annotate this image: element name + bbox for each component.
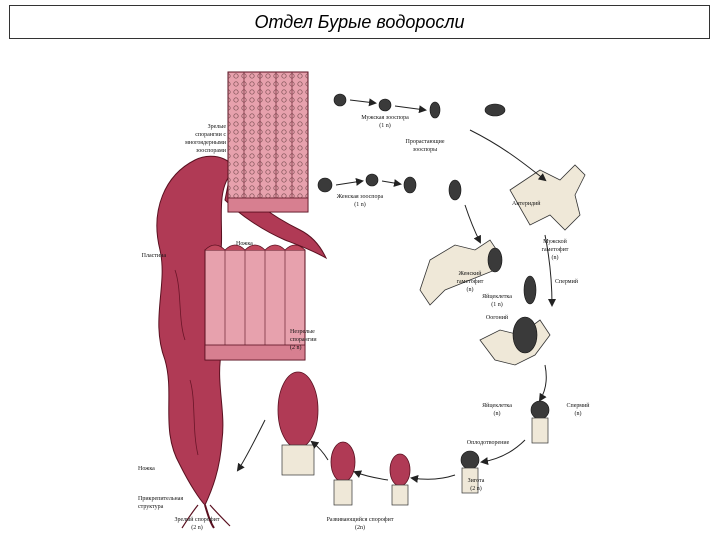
label-female-zoospore: Женская зооспора xyxy=(337,194,384,200)
svg-text:(2 n): (2 n) xyxy=(470,485,482,492)
life-cycle-arrows xyxy=(236,98,556,483)
svg-text:(n): (n) xyxy=(494,410,501,417)
svg-text:(2 n): (2 n) xyxy=(191,524,203,531)
svg-text:зооспорами: зооспорами xyxy=(196,148,227,154)
label-holdfast: Прикрепительная xyxy=(138,496,183,502)
label-egg-bottom: Яйцеклетка xyxy=(482,402,512,409)
label-germinating: Прорастающие xyxy=(406,139,445,145)
label-mature-sporophyte: Зрелый спорофит xyxy=(175,516,220,523)
label-egg: Яйцеклетка xyxy=(482,293,512,300)
label-oogonium: Оогоний xyxy=(486,314,509,321)
svg-text:спорангии: спорангии xyxy=(290,337,317,343)
label-mature-sori: Зрелые xyxy=(208,124,227,130)
diagram-labels: Зрелые спорангии с многоядерными зооспор… xyxy=(138,115,590,531)
developing-sporophytes xyxy=(277,371,411,506)
svg-text:(n): (n) xyxy=(552,254,559,261)
svg-text:гаметофит: гаметофит xyxy=(542,246,569,253)
svg-text:многоядерными: многоядерными xyxy=(185,140,227,146)
svg-text:гаметофит: гаметофит xyxy=(457,278,484,285)
svg-text:(2n): (2n) xyxy=(355,524,365,531)
label-young-sporangia: Незрелые xyxy=(290,329,315,335)
sporophyte-thallus xyxy=(156,155,328,529)
label-sperm-bottom: Спермий xyxy=(566,402,590,409)
fertilization xyxy=(460,400,550,494)
svg-text:зооспоры: зооспоры xyxy=(413,147,437,153)
label-zygote: Зигота xyxy=(468,478,485,484)
title-box: Отдел Бурые водоросли xyxy=(9,5,710,39)
svg-text:структура: структура xyxy=(138,504,164,510)
label-stipe-upper: Ножка xyxy=(236,241,253,247)
svg-text:(1 n): (1 n) xyxy=(491,301,503,308)
svg-text:(2 n): (2 n) xyxy=(290,344,302,351)
svg-text:(n): (n) xyxy=(467,286,474,293)
label-stipe-lower: Ножка xyxy=(138,466,155,472)
gametophytes xyxy=(419,164,586,366)
young-sporangia-section xyxy=(204,244,306,361)
svg-text:(1 n): (1 n) xyxy=(354,201,366,208)
label-female-gametophyte: Женский xyxy=(459,270,483,277)
label-young-sporophyte: Развивающийся спорофит xyxy=(327,516,394,523)
svg-text:(1 n): (1 n) xyxy=(379,122,391,129)
label-sperm-top: Спермий xyxy=(555,278,579,285)
page-title: Отдел Бурые водоросли xyxy=(254,11,465,32)
label-blade: Пластина xyxy=(142,253,167,259)
zoospores xyxy=(317,93,506,201)
svg-text:(n): (n) xyxy=(575,410,582,417)
mature-sori-section xyxy=(227,71,309,213)
oogonia xyxy=(487,247,538,354)
label-antheridium: Антеридий xyxy=(512,200,541,207)
label-male-gametophyte: Мужской xyxy=(543,238,567,245)
svg-text:спорангии с: спорангии с xyxy=(195,132,226,138)
label-fertilization: Оплодотворение xyxy=(467,440,510,446)
label-male-zoospore: Мужская зооспора xyxy=(361,115,409,121)
